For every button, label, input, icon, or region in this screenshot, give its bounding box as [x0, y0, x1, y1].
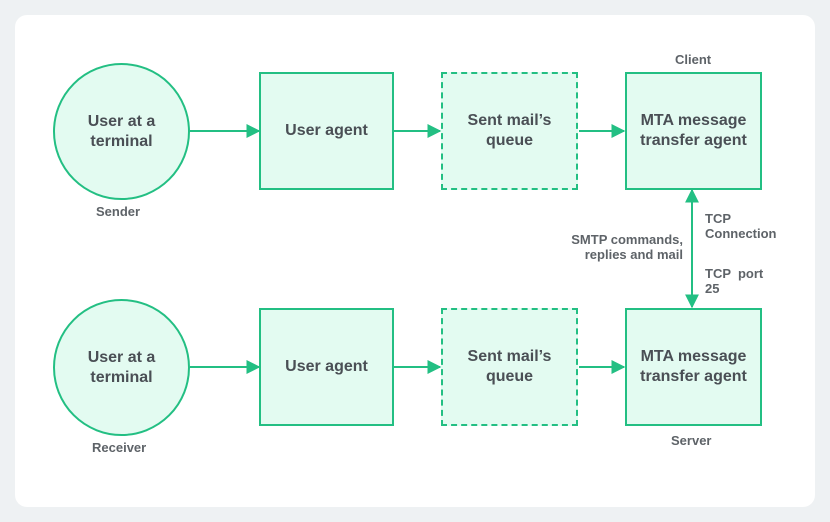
tcp-port-label: TCP port 25 [705, 266, 763, 296]
receiver-mta-label: MTA message transfer agent [640, 348, 747, 385]
client-label: Client [675, 52, 712, 67]
receiver-user-agent-node: User agent [259, 308, 394, 426]
server-label: Server [671, 433, 712, 448]
smtp-line-2: replies and mail [584, 247, 683, 262]
sender-mta-label: MTA message transfer agent [640, 112, 747, 149]
receiver-mta-node: MTA message transfer agent [625, 308, 762, 426]
receiver-queue-node: Sent mail’s queue [441, 308, 578, 426]
sender-user-agent-label: User agent [285, 122, 368, 139]
receiver-queue-label: Sent mail’s queue [467, 348, 552, 385]
smtp-line-1: SMTP commands, [571, 232, 683, 247]
sender-role-label: Sender [96, 204, 141, 219]
receiver-user-terminal-node: User at a terminal [53, 299, 190, 436]
receiver-user-terminal-label: User at a terminal [87, 348, 156, 386]
sender-user-terminal-label: User at a terminal [87, 112, 156, 150]
sender-mta-node: MTA message transfer agent [625, 72, 762, 190]
tcp-connection-line-1: TCP [705, 211, 731, 226]
sender-queue-label: Sent mail’s queue [467, 112, 552, 149]
smtp-commands-label: SMTP commands, replies and mail [530, 232, 683, 262]
receiver-user-agent-label: User agent [285, 358, 368, 375]
sender-queue-node: Sent mail’s queue [441, 72, 578, 190]
receiver-role-label: Receiver [92, 440, 147, 455]
tcp-connection-label: TCP Connection [705, 211, 777, 241]
tcp-connection-line-2: Connection [705, 226, 777, 241]
tcp-port-line-2: 25 [705, 281, 720, 296]
sender-user-terminal-node: User at a terminal [53, 63, 190, 200]
tcp-port-line-1: TCP port [705, 266, 764, 281]
sender-user-agent-node: User agent [259, 72, 394, 190]
